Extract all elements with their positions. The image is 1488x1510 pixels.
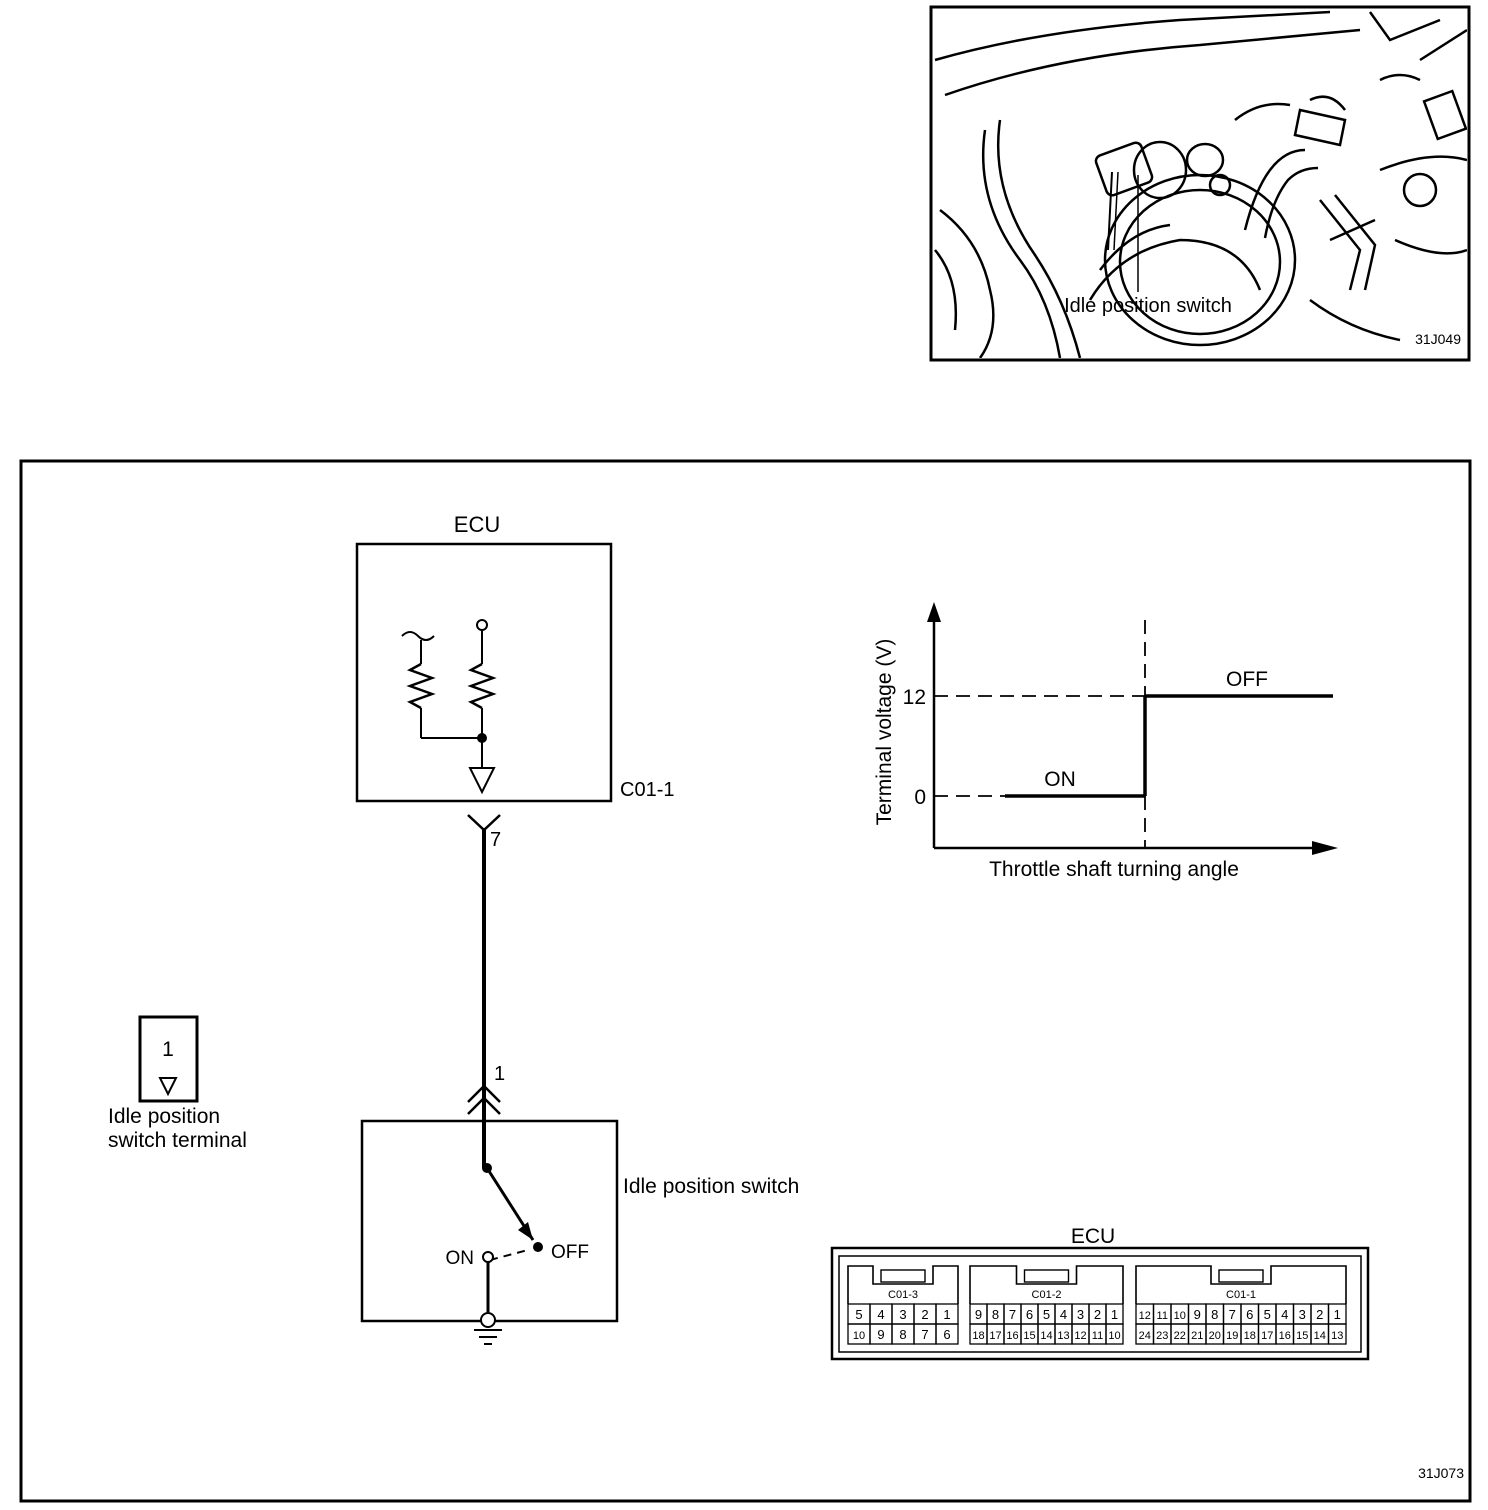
chassis-ground-icon	[468, 767, 496, 795]
ecu-title: ECU	[454, 512, 500, 537]
series-off-label: OFF	[1226, 668, 1268, 691]
connector-pin-number: 4	[1060, 1307, 1067, 1322]
connector-pin-number: 4	[877, 1307, 884, 1322]
connector-pin-number: 13	[1057, 1330, 1069, 1342]
connector-pin-number: 14	[1040, 1330, 1052, 1342]
connector-pin-number: 3	[1077, 1307, 1084, 1322]
connector-pin-number: 7	[1229, 1307, 1236, 1322]
connector-pin-number: 24	[1139, 1330, 1151, 1342]
connector-pin-number: 1	[943, 1307, 950, 1322]
signal-source-icon	[401, 631, 435, 641]
connector-pin-number: 17	[1261, 1330, 1273, 1342]
connector-pin-number: 9	[975, 1307, 982, 1322]
connector-pin-number: 12	[1074, 1330, 1086, 1342]
x-axis-label: Throttle shaft turning angle	[989, 858, 1239, 881]
ecu-connector-label: C01-1	[620, 779, 674, 801]
resistor-left-icon	[406, 662, 436, 710]
engine-illustration: Idle position switch 31J049	[929, 5, 1471, 362]
ground-icon	[474, 1312, 502, 1345]
connector-pin-number: 4	[1281, 1307, 1288, 1322]
voltage-chart: 12 0 ON OFF Throttle shaft turning angle…	[873, 602, 1338, 881]
connector-pin-number: 18	[972, 1330, 984, 1342]
connector-pin-number: 5	[1264, 1307, 1271, 1322]
terminal-caption-line1: Idle position	[108, 1105, 220, 1128]
connector-pin-number: 19	[1226, 1330, 1238, 1342]
connector-pin-number: 3	[1299, 1307, 1306, 1322]
series-on-label: ON	[1044, 768, 1076, 791]
connector-pin-number: 18	[1244, 1330, 1256, 1342]
connector-pin-number: 14	[1314, 1330, 1326, 1342]
terminal-ground-icon	[158, 1077, 178, 1097]
terminal-diagram: 1 Idle position switch terminal	[108, 1015, 247, 1152]
connector-pin-number: 16	[1006, 1330, 1018, 1342]
connector-pin-number: 16	[1279, 1330, 1291, 1342]
terminal-caption-line2: switch terminal	[108, 1129, 247, 1152]
y-axis-arrow-icon	[927, 602, 941, 622]
connector-pin-number: 9	[1194, 1307, 1201, 1322]
switch-off-label: OFF	[551, 1242, 589, 1263]
ecu-block: ECU C01-1	[355, 512, 674, 803]
connector-block-label: C01-1	[1226, 1289, 1256, 1301]
diagram-figure-code: 31J073	[1418, 1465, 1464, 1481]
connector-pin-number: 1	[1111, 1307, 1118, 1322]
connector-pin-number: 2	[1094, 1307, 1101, 1322]
connector-pin-number: 12	[1139, 1310, 1151, 1322]
connector-pin-cell	[935, 1323, 959, 1345]
connector-block-label: C01-2	[1032, 1289, 1062, 1301]
connector-pin-number: 10	[1174, 1310, 1186, 1322]
connector-pin-number: 6	[1026, 1307, 1033, 1322]
connector-pin-number: 3	[899, 1307, 906, 1322]
switch-on-label: ON	[446, 1248, 475, 1269]
connector-title: ECU	[1071, 1225, 1115, 1248]
connector-pin-number: 10	[853, 1330, 865, 1342]
supply-terminal-icon	[476, 619, 488, 631]
switch-pin-connector: 1	[467, 1063, 505, 1115]
idle-switch-block: ON OFF Idle position switch	[360, 1119, 799, 1323]
connector-pin-number: 20	[1209, 1330, 1221, 1342]
connector-pin-number: 15	[1296, 1330, 1308, 1342]
connector-pin-number: 5	[855, 1307, 862, 1322]
connector-pin-number: 15	[1023, 1330, 1035, 1342]
connector-pin-cell	[1105, 1323, 1124, 1345]
connector-pin-number: 11	[1092, 1330, 1103, 1342]
connector-pin-number: 23	[1156, 1330, 1168, 1342]
connector-pin-number: 6	[943, 1327, 950, 1342]
connector-pin-number: 9	[877, 1327, 884, 1342]
connector-pin-number: 17	[989, 1330, 1001, 1342]
ecu-pin-label: 7	[490, 829, 501, 851]
connector-pin-number: 1	[1334, 1307, 1341, 1322]
connector-pin-number: 7	[1009, 1307, 1016, 1322]
connector-pin-cell	[1327, 1323, 1347, 1345]
y-axis-label: Terminal voltage (V)	[873, 639, 896, 826]
photo-figure-code: 31J049	[1415, 331, 1461, 347]
y-tick-label-high: 12	[903, 686, 926, 709]
connector-pin-number: 7	[921, 1327, 928, 1342]
diagram-frame	[19, 459, 1472, 1503]
connector-pin-number: 2	[1316, 1307, 1323, 1322]
connector-pin-number: 21	[1191, 1330, 1203, 1342]
connector-pin-number: 8	[992, 1307, 999, 1322]
connector-pin-number: 10	[1108, 1330, 1120, 1342]
photo-callout-label: Idle position switch	[1064, 295, 1232, 317]
connector-pin-number: 5	[1043, 1307, 1050, 1322]
connector-pin-number: 13	[1331, 1330, 1343, 1342]
connector-pin-number: 11	[1157, 1310, 1168, 1322]
terminal-number: 1	[162, 1038, 174, 1061]
connector-block-label: C01-3	[888, 1289, 918, 1301]
connector-pin-number: 8	[1211, 1307, 1218, 1322]
resistor-right-icon	[467, 662, 497, 710]
connector-pin-number: 2	[921, 1307, 928, 1322]
x-axis-arrow-icon	[1312, 841, 1338, 855]
y-tick-label-low: 0	[914, 786, 926, 809]
connector-pin-number: 22	[1174, 1330, 1186, 1342]
connector-pin-number: 6	[1246, 1307, 1253, 1322]
switch-pin-label: 1	[494, 1063, 505, 1085]
switch-name-label: Idle position switch	[623, 1175, 799, 1198]
connector-pin-number: 8	[899, 1327, 906, 1342]
